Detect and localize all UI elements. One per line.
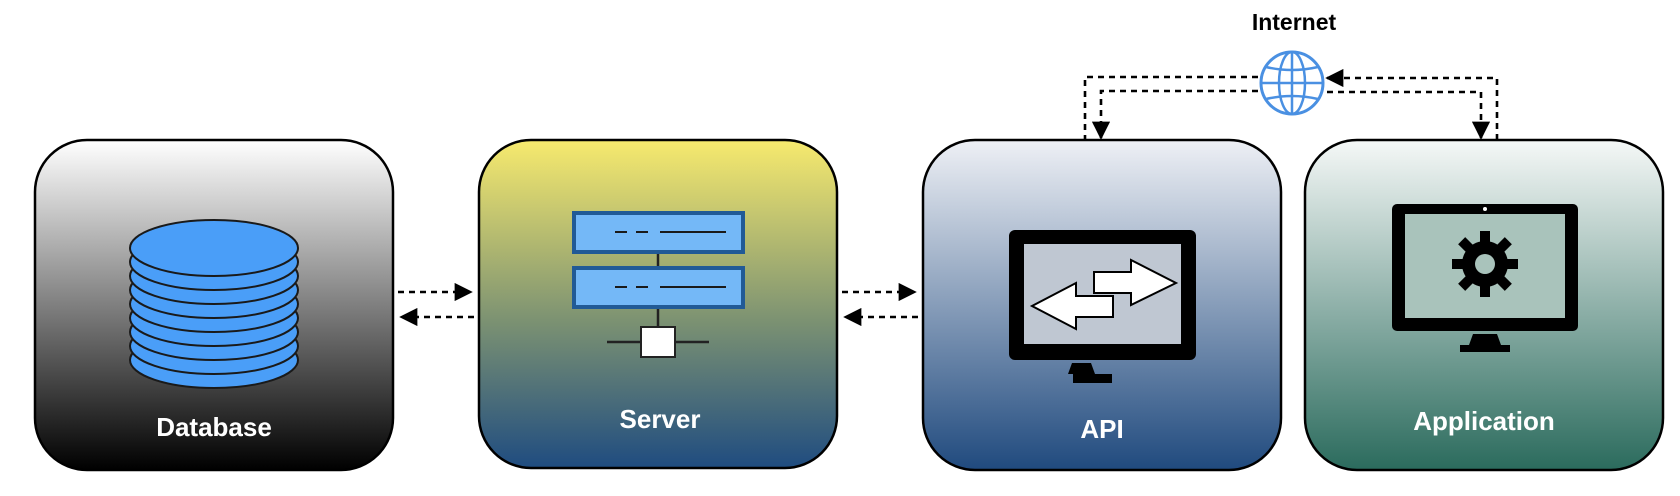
api-label: API	[1080, 414, 1123, 444]
monitor-gear-icon	[1392, 204, 1578, 352]
node-server: Server	[477, 138, 839, 470]
node-api: API	[921, 138, 1283, 472]
database-icon	[129, 219, 299, 389]
horizontal-connectors	[398, 282, 918, 327]
internet-to-api-arrow	[1091, 89, 1258, 140]
application-label: Application	[1413, 406, 1555, 436]
internet-connectors	[1083, 68, 1499, 140]
server-rack-icon	[572, 211, 745, 358]
app-to-internet-arrow	[1325, 68, 1499, 140]
server-label: Server	[620, 404, 701, 434]
node-database: Database	[33, 138, 395, 472]
globe-icon	[1259, 50, 1325, 116]
node-application: Application	[1303, 138, 1665, 472]
monitor-exchange-arrows-icon	[1009, 230, 1196, 383]
internet-label: Internet	[1252, 9, 1337, 35]
database-label: Database	[156, 412, 272, 442]
api-to-internet-connector	[1083, 75, 1258, 140]
internet-to-app-arrow	[1327, 90, 1491, 140]
